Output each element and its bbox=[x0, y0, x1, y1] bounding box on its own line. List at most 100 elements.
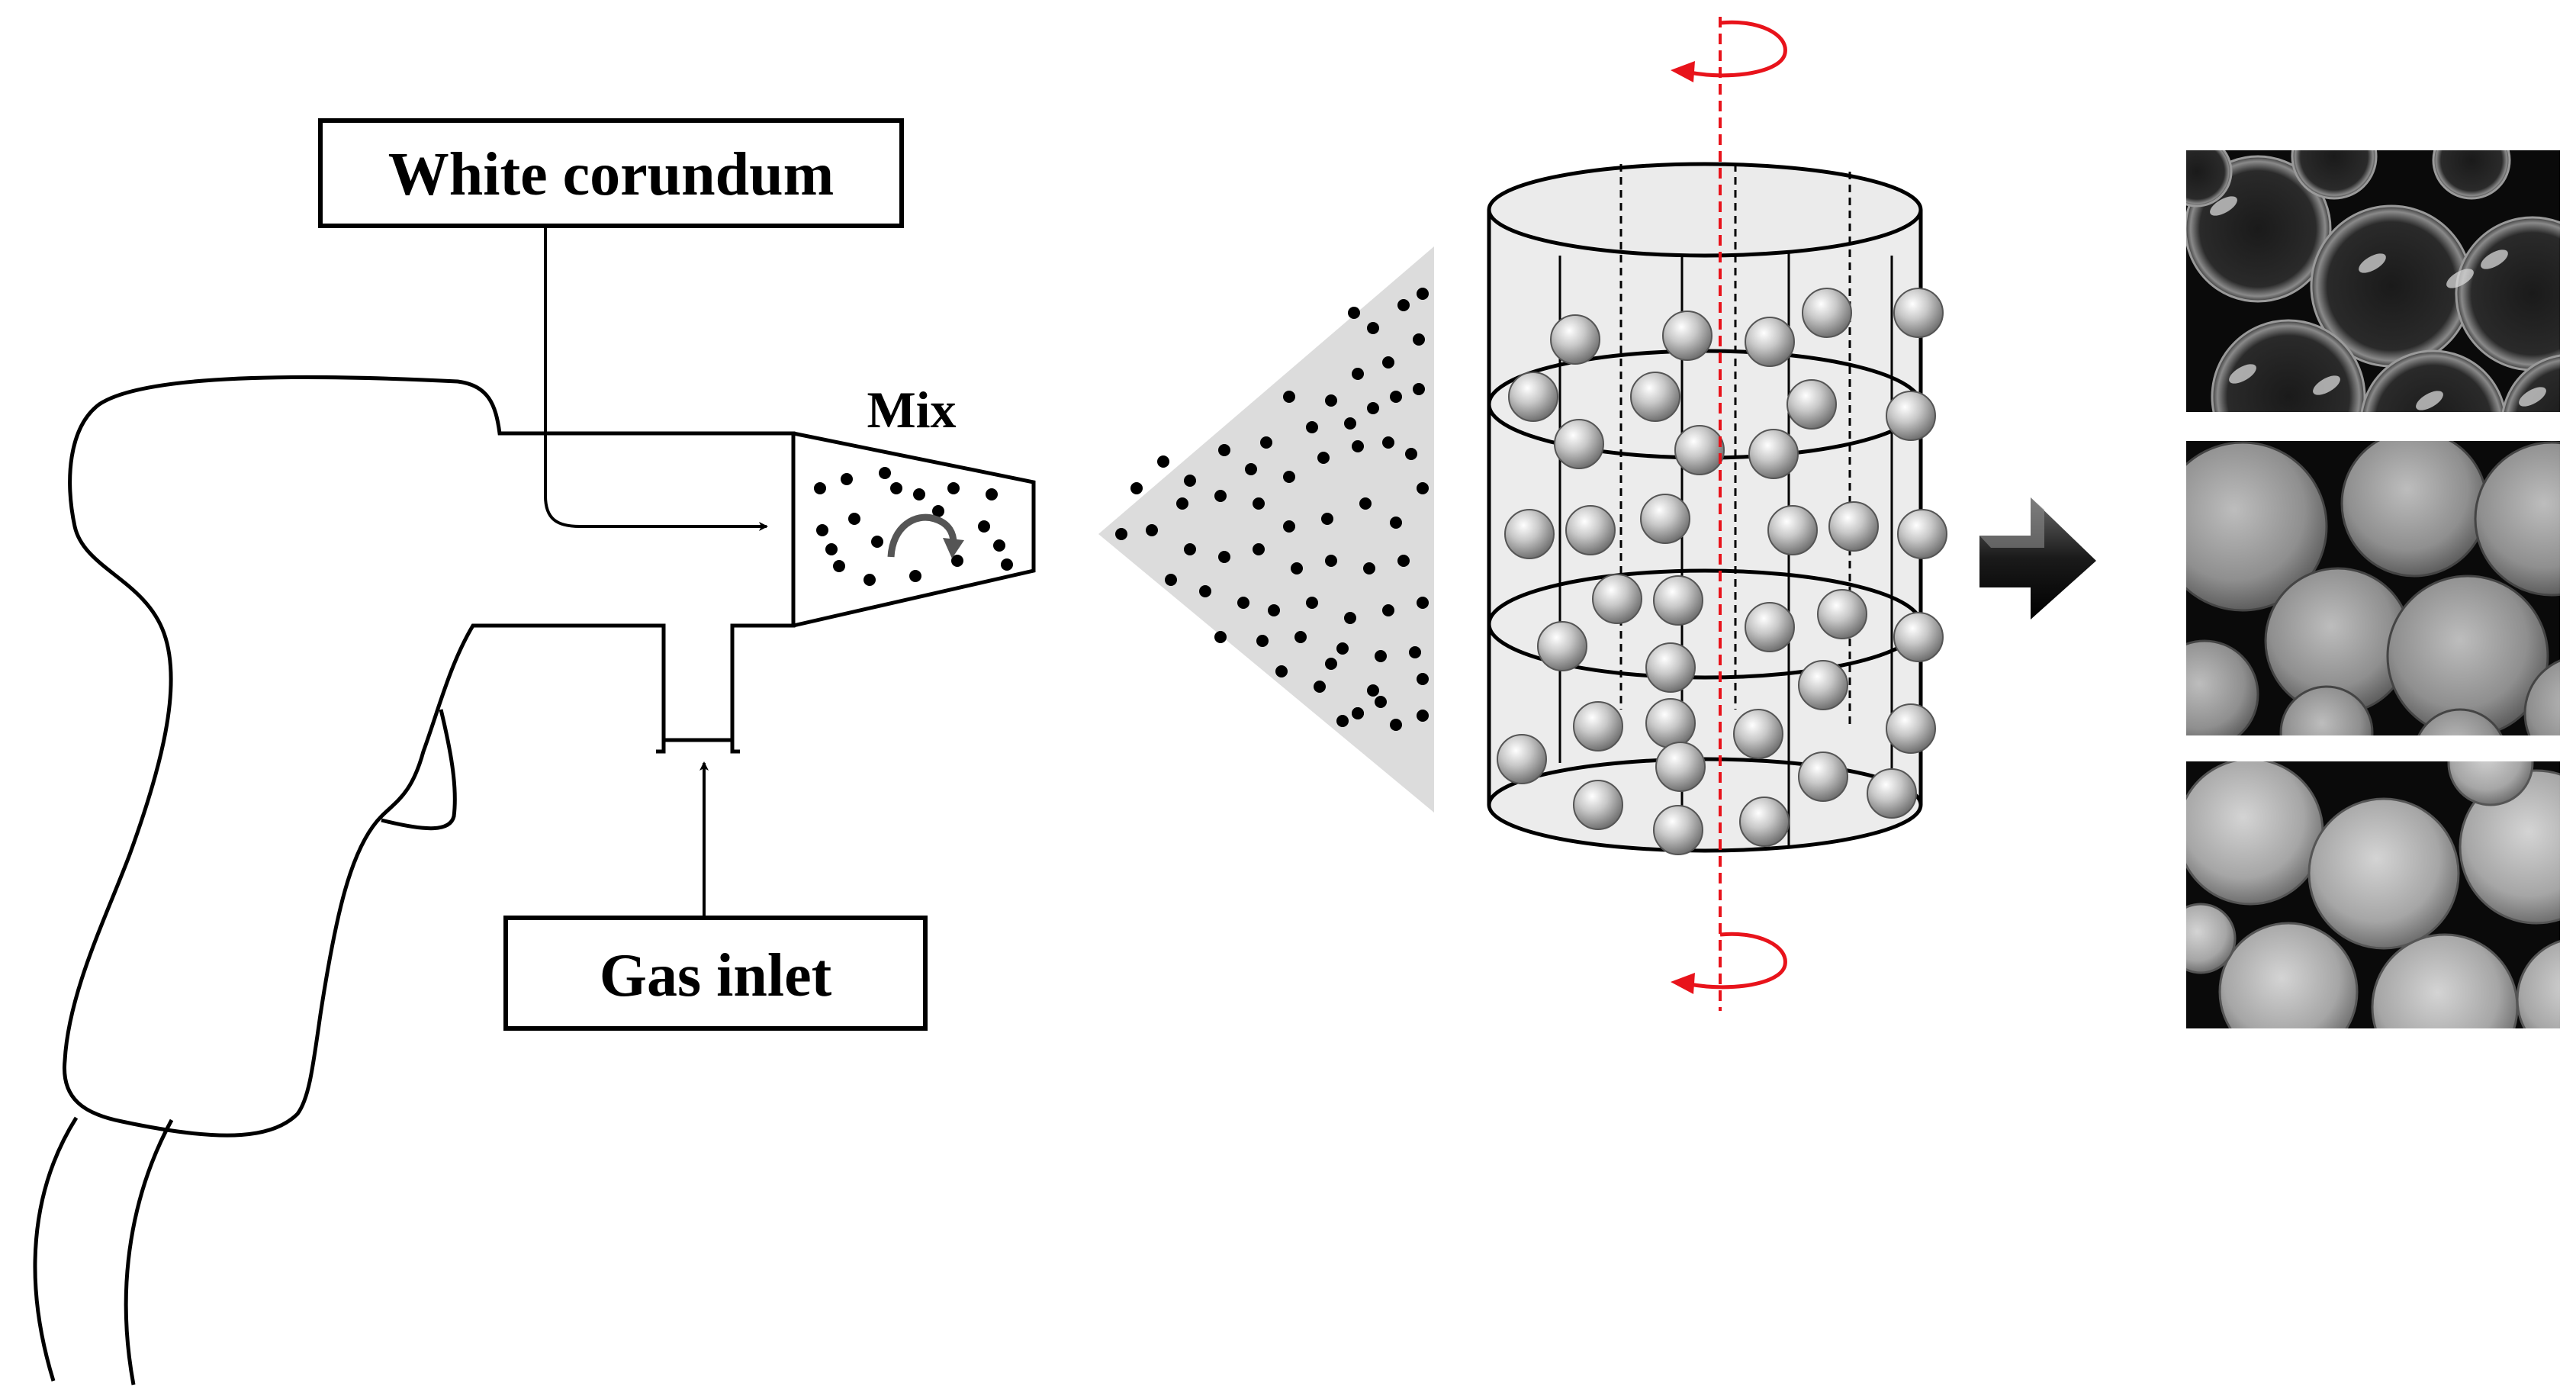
drum-ball bbox=[1817, 589, 1867, 639]
particle-dot bbox=[951, 555, 963, 567]
mix-rotation-arrowhead bbox=[943, 538, 964, 558]
particle-dot bbox=[816, 524, 828, 536]
drum-ball bbox=[1798, 751, 1848, 802]
particle-dot bbox=[1321, 513, 1333, 525]
drum-ball bbox=[1504, 509, 1555, 559]
sample-sphere bbox=[2516, 940, 2560, 1028]
particle-dot bbox=[986, 488, 998, 500]
hose-line-inner bbox=[124, 1118, 174, 1386]
sample-sphere bbox=[2186, 441, 2328, 612]
drum-ball bbox=[1645, 698, 1696, 748]
drum-ball bbox=[1748, 429, 1799, 479]
particle-dot bbox=[1375, 696, 1387, 708]
drum-ball bbox=[1662, 311, 1713, 361]
particle-dot bbox=[1367, 402, 1379, 414]
particle-dot bbox=[1344, 612, 1356, 624]
sample-sphere bbox=[2291, 150, 2378, 200]
particle-dot bbox=[1367, 684, 1379, 697]
particle-dot bbox=[1317, 452, 1330, 464]
drum-ball bbox=[1497, 734, 1547, 784]
nozzle-outline bbox=[793, 431, 1036, 628]
sample-sphere bbox=[2340, 441, 2488, 578]
particle-dot bbox=[1184, 475, 1196, 487]
particle-dot bbox=[1390, 517, 1402, 529]
drum-ball bbox=[1897, 509, 1947, 559]
particle-dot bbox=[1130, 482, 1143, 494]
particle-dot bbox=[863, 574, 876, 586]
particle-dot bbox=[1336, 642, 1349, 655]
spray-gun-icon bbox=[33, 375, 1036, 1386]
drum-ball bbox=[1550, 314, 1600, 365]
drum-ball bbox=[1554, 419, 1604, 469]
particle-dot bbox=[1176, 497, 1188, 510]
particle-dot bbox=[814, 482, 826, 494]
white-corundum-box bbox=[318, 118, 904, 228]
nozzle-particles bbox=[814, 467, 1013, 586]
particle-dot bbox=[871, 536, 883, 548]
particle-dot bbox=[909, 570, 921, 582]
particle-dot bbox=[1375, 650, 1387, 662]
particle-dot bbox=[1359, 497, 1372, 510]
sample-sphere bbox=[2459, 769, 2560, 925]
particle-dot bbox=[1260, 436, 1272, 449]
trigger-outline bbox=[381, 709, 457, 831]
particle-dot bbox=[1306, 421, 1318, 433]
right-arrow-icon bbox=[1979, 497, 2096, 620]
particle-dot bbox=[1417, 482, 1429, 494]
drum-ball bbox=[1745, 602, 1795, 652]
sample-photo-bottom bbox=[2186, 761, 2560, 1028]
particle-dot bbox=[1001, 558, 1013, 571]
particle-dot bbox=[1390, 719, 1402, 731]
rotation-axis-icon bbox=[1671, 17, 1787, 1011]
particle-dot bbox=[1382, 436, 1394, 449]
particle-dot bbox=[1325, 658, 1337, 670]
sample-sphere bbox=[2307, 797, 2460, 950]
drum-balls bbox=[1497, 288, 1947, 855]
particle-dot bbox=[1413, 333, 1425, 346]
drum-ball bbox=[1828, 501, 1879, 552]
drum-ball bbox=[1537, 621, 1587, 671]
drum-ball bbox=[1786, 379, 1837, 430]
drum-ball bbox=[1886, 703, 1936, 754]
drum-ball bbox=[1745, 317, 1795, 367]
sphere-highlight bbox=[2446, 269, 2474, 288]
drum-ball bbox=[1565, 505, 1616, 555]
drum-ball bbox=[1630, 372, 1680, 422]
gas-inlet-label: Gas inlet bbox=[600, 942, 832, 1009]
gas-inlet-box bbox=[503, 916, 928, 1031]
particle-dot bbox=[1218, 551, 1230, 563]
particle-dot bbox=[1336, 715, 1349, 727]
mix-label: Mix bbox=[867, 381, 956, 439]
particle-dot bbox=[1237, 597, 1249, 609]
drum-ball bbox=[1573, 701, 1623, 751]
particle-dot bbox=[1253, 497, 1265, 510]
particle-dot bbox=[1382, 604, 1394, 616]
particle-dot bbox=[879, 467, 891, 479]
drum-ball bbox=[1802, 288, 1852, 338]
particle-dot bbox=[1268, 604, 1280, 616]
particle-dot bbox=[1352, 440, 1364, 452]
particle-dot bbox=[1413, 383, 1425, 395]
sphere-highlight bbox=[2313, 375, 2340, 395]
sphere-highlight bbox=[2481, 249, 2508, 269]
particle-dot bbox=[1417, 597, 1429, 609]
sample-sphere bbox=[2432, 150, 2511, 200]
sample-photo-top bbox=[2186, 150, 2560, 412]
drum-ball bbox=[1645, 642, 1696, 693]
sphere-highlight bbox=[2359, 253, 2386, 273]
drum-bottom-rim bbox=[1487, 757, 1923, 853]
drum-ball bbox=[1592, 574, 1642, 624]
particle-dot bbox=[1275, 665, 1288, 677]
sphere-highlight bbox=[2229, 364, 2256, 384]
particle-dot bbox=[978, 520, 990, 533]
sphere-highlight bbox=[2210, 196, 2237, 216]
sample-sphere bbox=[2474, 441, 2560, 597]
particle-dot bbox=[1348, 307, 1360, 319]
drum-ball bbox=[1653, 575, 1703, 626]
particle-dot bbox=[1325, 394, 1337, 407]
particle-dot bbox=[1165, 574, 1177, 586]
sample-sphere bbox=[2186, 150, 2233, 208]
particle-dot bbox=[1214, 631, 1227, 643]
